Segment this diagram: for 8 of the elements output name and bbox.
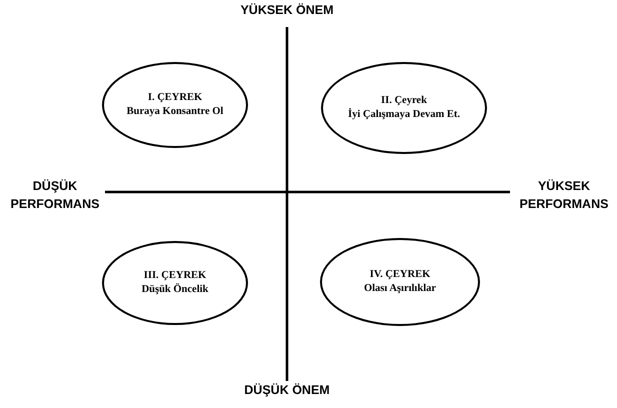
quadrant-text: İyi Çalışmaya Devam Et. [348,108,460,122]
quadrant-heading: IV. ÇEYREK [370,268,430,282]
quadrant-heading: II. Çeyrek [381,94,427,108]
quadrant-text: Olası Aşırılıklar [364,282,436,296]
quadrant-heading: I. ÇEYREK [148,90,202,105]
quadrant-text: Düşük Öncelik [142,283,208,297]
quadrant-heading: III. ÇEYREK [144,268,206,283]
quadrant-text: Buraya Konsantre Ol [126,105,224,119]
